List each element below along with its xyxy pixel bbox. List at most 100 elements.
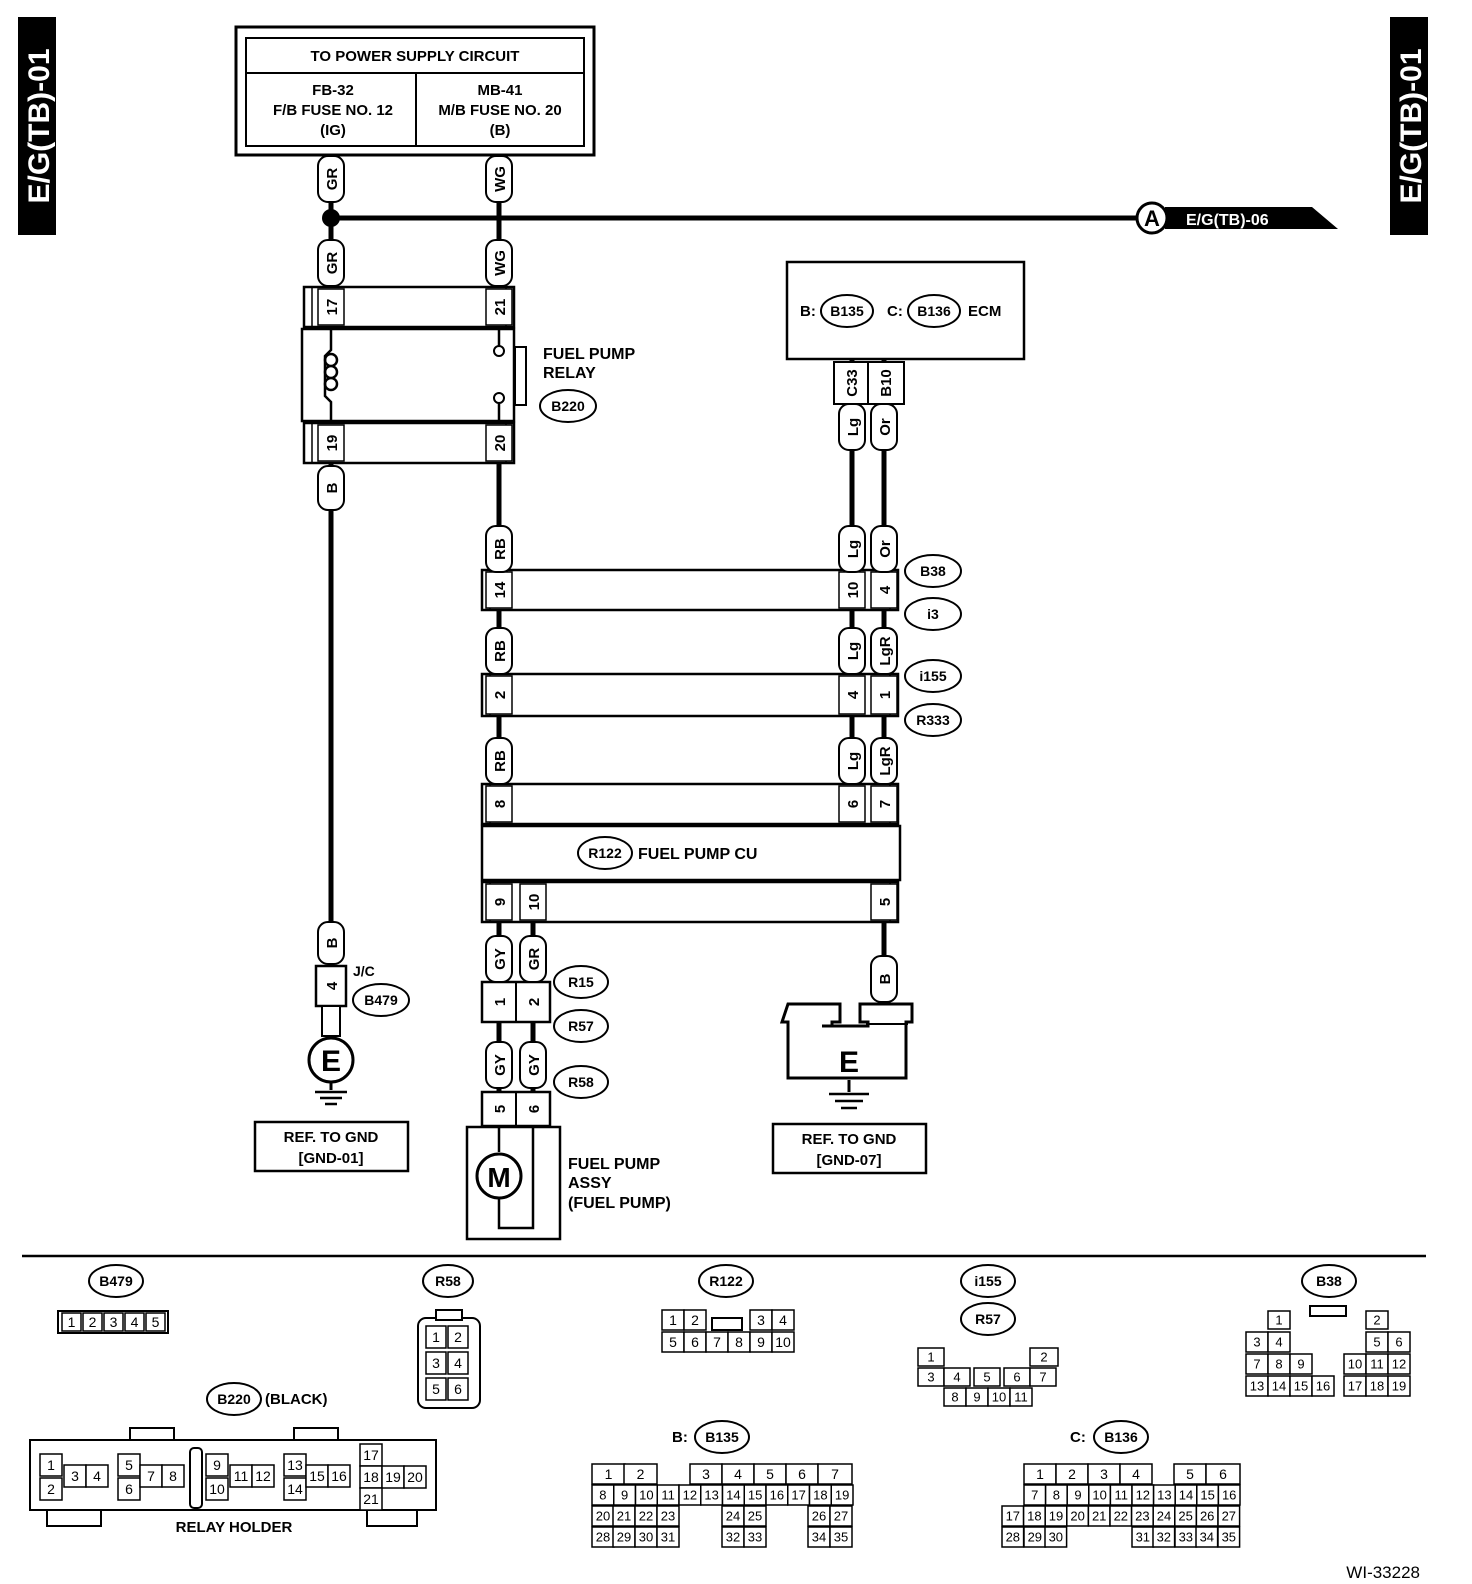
legend-b135-pin: 28	[596, 1530, 610, 1545]
legend-b220-pin: 19	[385, 1469, 401, 1485]
legend-i155-title: i155	[974, 1273, 1001, 1289]
legend-b220-cell	[205, 1477, 229, 1501]
legend-b38-pin: 8	[1275, 1357, 1282, 1372]
ground-gnd01: E REF. TO GND [GND-01]	[253, 1036, 410, 1173]
legend-b220-cell	[85, 1464, 109, 1488]
wire-label-gy-2: GY	[492, 1054, 509, 1076]
legend-i155_r57-pin: 11	[1014, 1390, 1028, 1405]
ground-letter-1: E	[321, 1045, 341, 1078]
legend-b135-pin: 27	[834, 1509, 848, 1524]
legend-b136-pin: 6	[1219, 1466, 1227, 1482]
legend-r57-title: R57	[975, 1311, 1001, 1327]
ecm-box: B: B135 C: B136 ECM	[785, 260, 1026, 405]
figure-id: WI-33228	[1346, 1563, 1420, 1582]
legend-r58-cell	[425, 1377, 447, 1401]
ecm-label: ECM	[968, 303, 1001, 320]
legend-b38-cell	[1387, 1353, 1411, 1375]
legend-b135-cell	[656, 1505, 680, 1527]
legend-i155_r57-cell	[1029, 1367, 1057, 1387]
connector-bars	[314, 568, 902, 1128]
r15-pin-1: 1	[492, 998, 509, 1006]
legend-b38-cell	[1267, 1331, 1291, 1353]
legend-r122-pin: 10	[775, 1334, 791, 1350]
relay-label-1: FUEL PUMP	[543, 346, 635, 363]
legend-b136-pin: 18	[1027, 1509, 1041, 1524]
legend-b38-pin: 6	[1395, 1335, 1402, 1350]
legend-r58-cell	[425, 1351, 447, 1375]
legend-b135-cell	[623, 1463, 658, 1485]
legend-i155_r57-cell	[973, 1367, 1001, 1387]
connector-callouts: B38 i3 i155 R333 R15 R57 R58 B479 J/C	[352, 554, 962, 1099]
legend-r122-pin: 2	[691, 1312, 699, 1328]
legend-r122-pin: 8	[735, 1334, 743, 1350]
wire-label-lgr-1: LgR	[877, 636, 894, 665]
legend-b136-cell	[1217, 1505, 1241, 1527]
relay-pin-17: 17	[324, 299, 341, 316]
legend-b135-pin: 10	[639, 1488, 653, 1503]
legend-b135-pin: 29	[617, 1530, 631, 1545]
r122-pin-5: 5	[877, 898, 894, 906]
wire-label-lg-3: Lg	[845, 642, 862, 660]
legend-titles: B479 R58 R122 i155 R57 B38 B220 (BLACK) …	[88, 1264, 1420, 1582]
legend-b136-pin: 7	[1031, 1488, 1038, 1503]
splice-dot	[322, 209, 340, 227]
legend-b136-title: B136	[1104, 1429, 1138, 1445]
legend-b136-pin: 9	[1074, 1488, 1081, 1503]
r122-pin-8: 8	[492, 800, 509, 808]
legend-b135-cell	[829, 1526, 853, 1548]
wire-label-rb-1: RB	[492, 538, 509, 560]
wire-label-b-2: B	[324, 937, 341, 948]
legend-r58-pin: 5	[432, 1381, 440, 1397]
legend-b136-pin: 16	[1222, 1488, 1236, 1503]
legend-b220-pin: 14	[287, 1481, 303, 1497]
legend-b38-cell	[1289, 1353, 1313, 1375]
legend-b38-pin: 4	[1275, 1335, 1282, 1350]
legend-r122-cell	[683, 1309, 707, 1331]
wire-label-or-1: Or	[877, 418, 894, 436]
legend-b135-cell	[830, 1484, 854, 1506]
legend-b479-title: B479	[99, 1273, 133, 1289]
legend-b135-pin: 25	[748, 1509, 762, 1524]
power-supply-title: TO POWER SUPPLY CIRCUIT	[311, 48, 520, 65]
legend-b135-pin: 2	[637, 1466, 645, 1482]
legend-b220-pin: 2	[47, 1481, 55, 1497]
ecm-c-conn: B136	[917, 303, 951, 319]
legend-i155_r57-cell	[917, 1347, 945, 1367]
fuel-pump-label-2: ASSY	[568, 1175, 612, 1192]
legend-b220-cell	[39, 1453, 63, 1477]
legend-b220-cell	[205, 1453, 229, 1477]
legend-b135-prefix: B:	[672, 1429, 688, 1446]
legend-b136-cell	[1119, 1463, 1153, 1485]
legend-b135-pin: 5	[766, 1466, 774, 1482]
power-left-line1: FB-32	[312, 82, 354, 99]
legend-b136-pin: 10	[1092, 1488, 1106, 1503]
legend-r58-cell	[425, 1325, 447, 1349]
legend-b220-pin: 1	[47, 1457, 55, 1473]
legend-b136-pin: 21	[1092, 1509, 1106, 1524]
callout-i155: i155	[919, 668, 946, 684]
legend-b38-pin: 7	[1253, 1357, 1260, 1372]
legend-b38-cell	[1267, 1310, 1291, 1330]
b38-pin-4: 4	[877, 585, 894, 594]
legend-b135-pin: 4	[734, 1466, 742, 1482]
legend-r58-pin: 3	[432, 1355, 440, 1371]
legend-b135-pin: 11	[661, 1488, 675, 1503]
legend-b136-pin: 32	[1157, 1530, 1171, 1545]
legend-r58-pin: 1	[432, 1329, 440, 1345]
legend-b38-pin: 2	[1373, 1313, 1380, 1328]
legend-b136-pin: 34	[1200, 1530, 1214, 1545]
legend-b220-pin: 11	[234, 1468, 249, 1484]
gnd01-line2: [GND-01]	[298, 1150, 363, 1167]
legend-b220-cell	[403, 1465, 427, 1489]
legend-b136-pin: 23	[1135, 1509, 1149, 1524]
wire-label-lg-4: Lg	[845, 752, 862, 770]
legend-b220-pin: 16	[331, 1468, 347, 1484]
fuel-pump-label-3: (FUEL PUMP)	[568, 1195, 671, 1212]
callout-b479: B479	[364, 992, 398, 1008]
legend-b38-pin: 9	[1297, 1357, 1304, 1372]
wire-label-rb-3: RB	[492, 750, 509, 772]
relay-pin-20: 20	[492, 435, 509, 452]
legend-r58-pin: 6	[454, 1381, 462, 1397]
wire-label-rb-2: RB	[492, 640, 509, 662]
callout-r57: R57	[568, 1018, 594, 1034]
